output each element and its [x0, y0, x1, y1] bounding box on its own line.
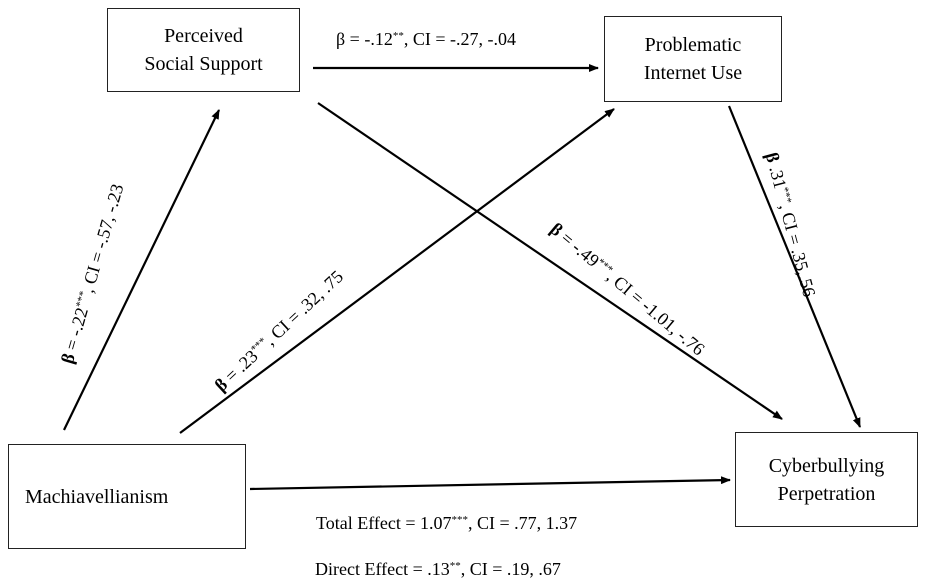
- node-problematic-internet-use: Problematic Internet Use: [604, 16, 782, 102]
- arrow-pss-to-cyber: [317, 102, 783, 420]
- node-label-line: Perceived: [164, 25, 243, 47]
- total-effect-value: Total Effect = 1.07: [316, 513, 452, 533]
- total-effect-label: Total Effect = 1.07***, CI = .77, 1.37: [316, 512, 577, 534]
- node-label-line: Machiavellianism: [25, 485, 169, 508]
- node-label-line: Problematic: [644, 34, 742, 56]
- node-label-line: Perpetration: [777, 482, 876, 505]
- significance-stars: ***: [451, 514, 469, 526]
- significance-stars: **: [392, 30, 404, 42]
- node-perceived-social-support: Perceived Social Support: [107, 8, 300, 92]
- confidence-interval: , CI = .77, 1.37: [468, 513, 578, 533]
- beta-value: = -.12: [345, 29, 393, 49]
- arrow-mach-to-piu: [179, 108, 615, 434]
- direct-effect-label: Direct Effect = .13**, CI = .19, .67: [315, 558, 561, 580]
- node-cyberbullying-perpetration: Cyberbullying Perpetration: [735, 432, 918, 527]
- confidence-interval: , CI = -.27, -.04: [403, 29, 516, 49]
- significance-stars: **: [449, 560, 461, 572]
- path-label-pss-to-piu: β = -.12**, CI = -.27, -.04: [336, 28, 516, 50]
- arrow-piu-to-cyber: [727, 105, 862, 428]
- arrow-mach-to-cyber: [249, 476, 731, 491]
- beta-symbol: β: [336, 29, 346, 49]
- node-label-line: Social Support: [144, 53, 263, 75]
- node-machiavellianism: Machiavellianism: [8, 444, 246, 549]
- node-label-line: Internet Use: [643, 62, 743, 84]
- direct-effect-value: Direct Effect = .13: [315, 559, 450, 579]
- node-label-line: Cyberbullying: [768, 454, 885, 477]
- confidence-interval: , CI = .19, .67: [460, 559, 561, 579]
- arrow-mach-to-pss: [63, 109, 220, 431]
